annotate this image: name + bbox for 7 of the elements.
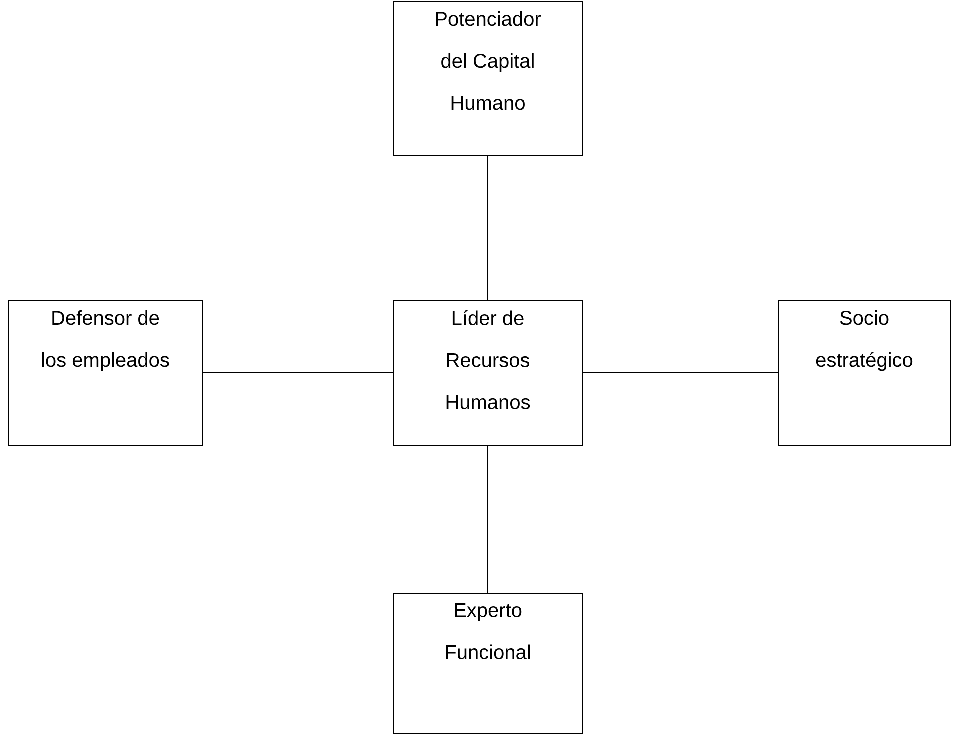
connector-line <box>202 372 394 374</box>
role-box: Líder de Recursos Humanos <box>393 300 583 446</box>
role-box: Potenciador del Capital Humano <box>393 1 583 156</box>
role-box: Experto Funcional <box>393 593 583 734</box>
connector-line <box>582 372 778 374</box>
role-box: Defensor de los empleados <box>8 300 203 446</box>
role-box: Socio estratégico <box>778 300 951 446</box>
